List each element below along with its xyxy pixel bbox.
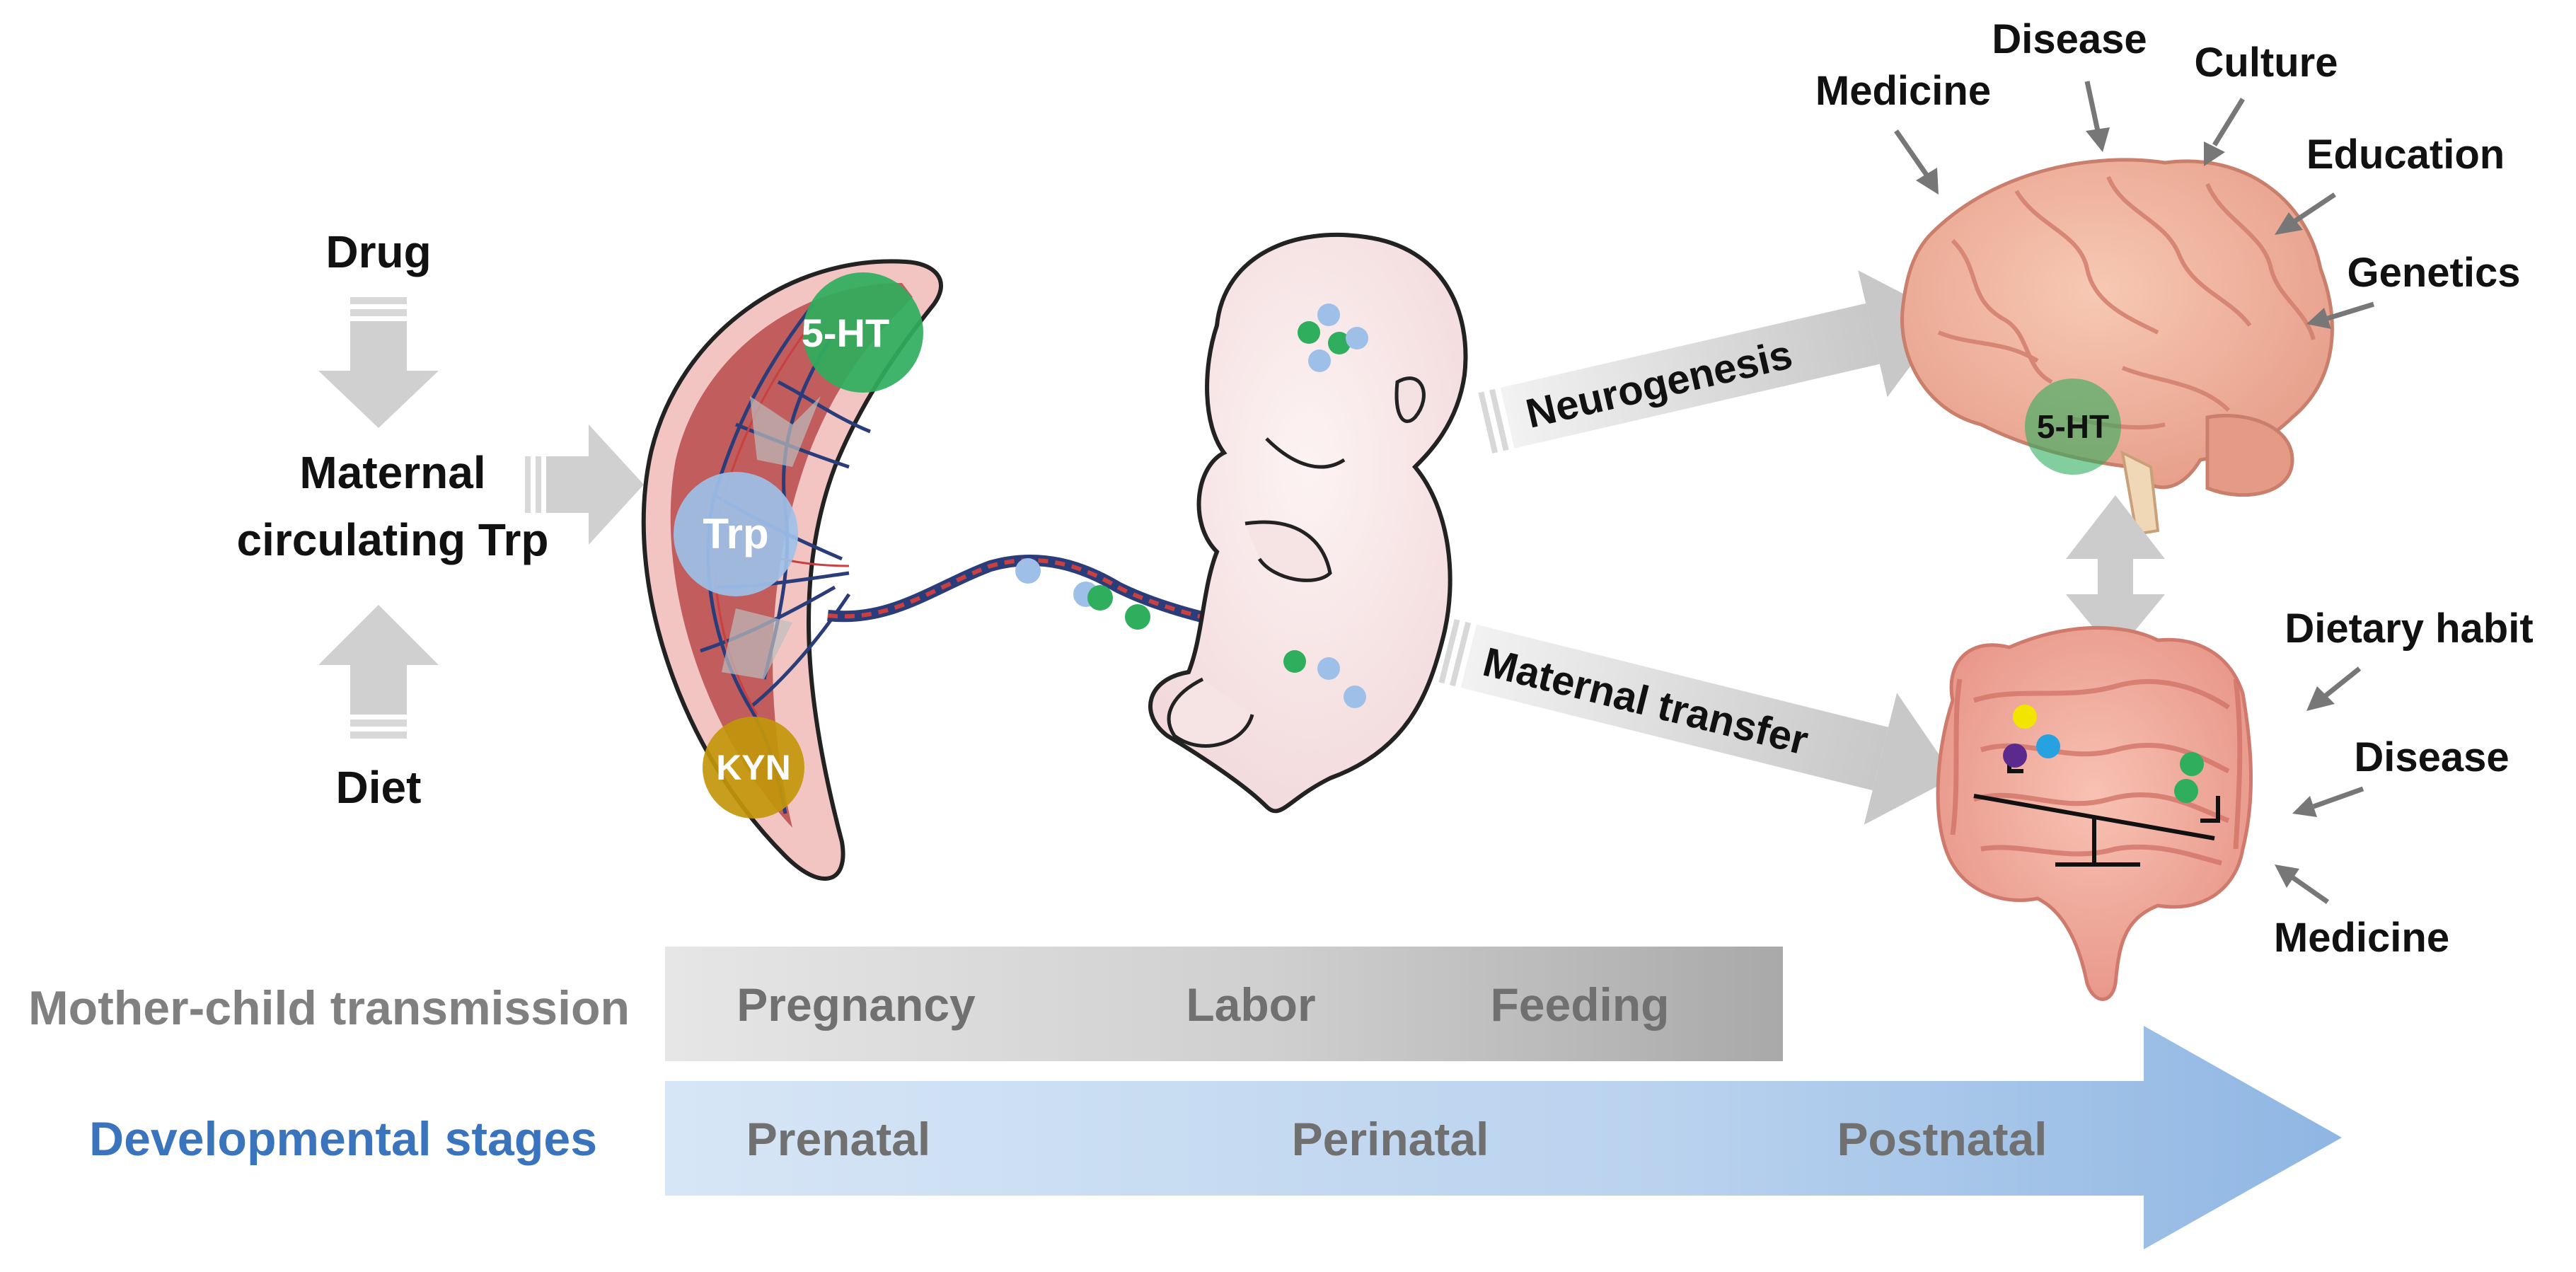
brain-influence-disease-arrow [2084,81,2110,152]
neurogenesis-label: Neurogenesis [1522,331,1796,437]
gut-influence-disease-arrow [2292,786,2364,817]
maternal-circ-line2: circulating Trp [237,514,549,565]
brain-influence-disease: Disease [1992,16,2147,62]
gut-influence-dietary-habit-arrow [2306,666,2362,711]
transmission-row: Mother-child transmission Pregnancy Labo… [28,947,1783,1061]
brain-influence-genetics-arrow [2306,301,2375,329]
drug-label: Drug [325,226,431,277]
gut-influence-medicine: Medicine [2274,915,2449,961]
brain-influence-education-arrow [2275,192,2336,235]
to-placenta-arrow [525,424,644,545]
diet-up-arrow [318,605,439,739]
gut-influence-disease: Disease [2354,734,2509,780]
gut-influence-medicine-arrow [2275,865,2330,904]
transmission-bar [665,947,1783,1061]
transmission-label: Mother-child transmission [28,981,630,1035]
gut-influence-dietary-habit: Dietary habit [2285,606,2533,652]
brain-influence-education: Education [2306,132,2505,178]
transmission-stage-pregnancy: Pregnancy [737,978,976,1031]
brain-5ht-label: 5-HT [2037,408,2109,445]
diet-label: Diet [336,762,422,813]
development-arrow [665,1026,2342,1249]
development-stage-postnatal: Postnatal [1837,1113,2047,1165]
brain-influence-genetics: Genetics [2347,250,2521,296]
maternal-circ-line1: Maternal [299,447,485,498]
placenta-5ht-label: 5-HT [802,311,889,355]
development-row: Developmental stages Prenatal Perinatal … [89,1026,2342,1249]
development-label: Developmental stages [89,1112,597,1166]
placenta-trp-circle: Trp [674,472,798,596]
placenta-5ht-circle: 5-HT [802,272,923,393]
placenta: 5-HT Trp KYN [641,259,943,881]
development-stage-perinatal: Perinatal [1292,1113,1489,1165]
transmission-stage-labor: Labor [1186,978,1315,1031]
maternal-inputs: Drug Maternal circulating Trp Diet [237,226,644,813]
transmission-stage-feeding: Feeding [1490,978,1669,1031]
brain: 5-HT Medicine Disease Culture Education … [1815,16,2521,536]
drug-down-arrow [318,297,439,428]
maternal-transfer-arrow: Maternal transfer [1438,619,1955,825]
fetus [1148,233,1468,814]
gut: Dietary habit Disease Medicine [1936,606,2534,1001]
brain-influence-culture: Culture [2195,40,2338,86]
neurogenesis-arrow: Neurogenesis [1478,270,1948,454]
brain-influence-medicine: Medicine [1815,68,1991,114]
placenta-kyn-label: KYN [716,748,791,787]
placenta-trp-label: Trp [703,510,768,557]
brain-influence-medicine-arrow [1894,129,1939,195]
placenta-kyn-circle: KYN [703,717,804,819]
brain-gut-double-arrow [2066,495,2165,654]
brain-influence-culture-arrow [2204,98,2245,166]
development-stage-prenatal: Prenatal [746,1113,930,1165]
brain-5ht-circle: 5-HT [2025,378,2121,475]
